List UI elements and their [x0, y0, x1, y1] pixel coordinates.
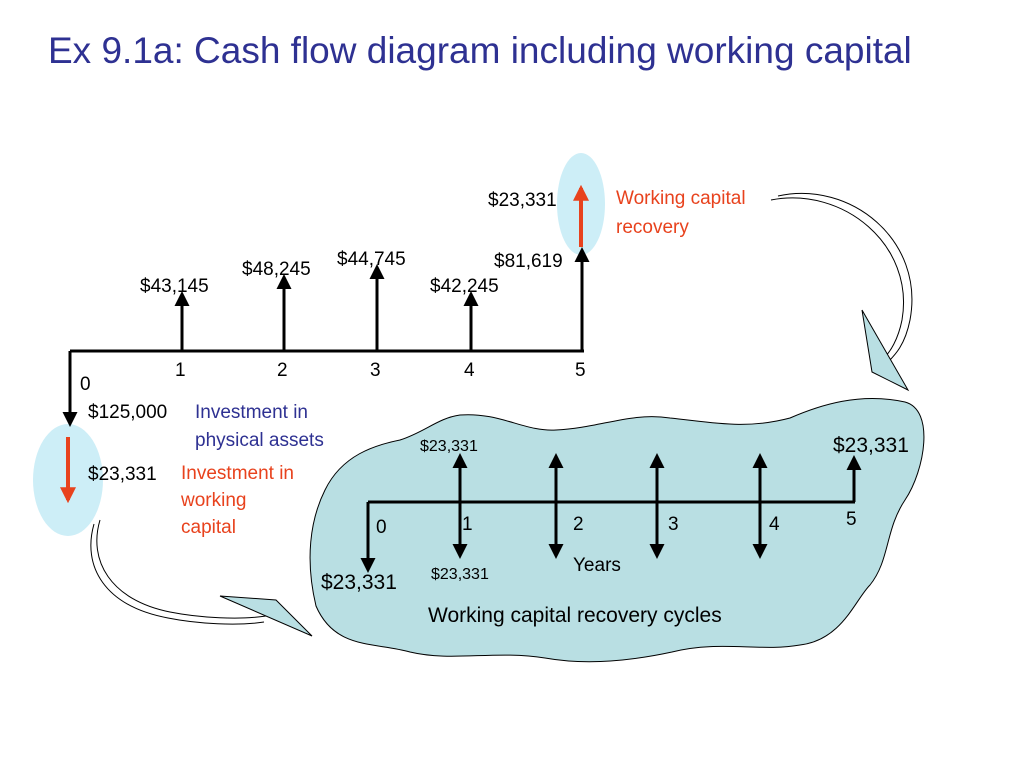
period-label-3: 3 — [370, 360, 381, 381]
inflow-amount-3: $44,745 — [337, 249, 406, 270]
cycles-bottom-left-amount: $23,331 — [321, 571, 397, 594]
recovery-label-line2: recovery — [616, 217, 689, 238]
inflow-amount-4: $42,245 — [430, 276, 499, 297]
connector-arrowhead-left — [219, 595, 313, 637]
period-label-4: 4 — [464, 360, 475, 381]
recovery-amount: $23,331 — [488, 190, 557, 211]
cycles-caption: Working capital recovery cycles — [428, 604, 722, 627]
cycles-period-2: 2 — [573, 514, 584, 535]
cycles-top-left-amount: $23,331 — [420, 438, 478, 455]
inflow-amount-1: $43,145 — [140, 276, 209, 297]
cycles-period-0: 0 — [376, 517, 387, 538]
wc-label-line1: Investment in — [181, 463, 294, 484]
investment-label-line1: Investment in — [195, 402, 308, 423]
inflow-amount-5: $81,619 — [494, 251, 563, 272]
period-label-5: 5 — [575, 360, 586, 381]
period-label-1: 1 — [175, 360, 186, 381]
cycles-period-4: 4 — [769, 514, 780, 535]
inflow-amount-2: $48,245 — [242, 259, 311, 280]
cycles-period-1: 1 — [462, 514, 473, 535]
period-label-2: 2 — [277, 360, 288, 381]
investment-amount: $125,000 — [88, 402, 167, 423]
cycles-period-5: 5 — [846, 509, 857, 530]
cycles-bottom-second-amount: $23,331 — [431, 566, 489, 583]
period-label-0: 0 — [80, 374, 91, 395]
cycles-top-right-amount: $23,331 — [833, 434, 909, 457]
investment-label-line2: physical assets — [195, 430, 324, 451]
recovery-label-line1: Working capital — [616, 188, 746, 209]
connector-curve-right-shadow — [770, 197, 904, 359]
wc-label-line2: working — [180, 490, 246, 511]
wc-investment-amount: $23,331 — [88, 464, 157, 485]
connector-curve-left-shadow — [90, 523, 265, 625]
connector-curve-left — [96, 519, 267, 619]
page-title: Ex 9.1a: Cash flow diagram including wor… — [48, 30, 912, 71]
connector-curve-right — [777, 192, 913, 363]
wc-label-line3: capital — [181, 517, 236, 538]
cycles-period-3: 3 — [668, 514, 679, 535]
cycles-axis-label: Years — [573, 555, 621, 576]
connector-arrowhead-right — [861, 309, 910, 392]
